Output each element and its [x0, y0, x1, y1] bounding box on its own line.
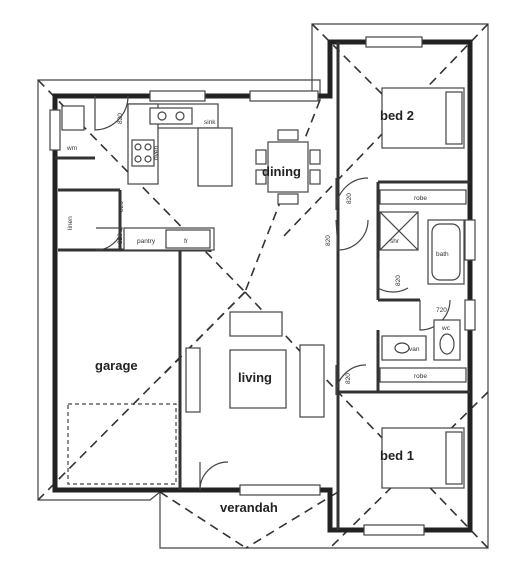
- wm-label: wm: [66, 145, 77, 152]
- tv-unit: [185, 347, 201, 413]
- sink-label: sink: [204, 119, 216, 126]
- dim-bath-door: 820: [395, 275, 402, 286]
- kitchen: [61, 103, 233, 251]
- living-furniture: [185, 311, 325, 418]
- bath-label: bath: [436, 251, 449, 258]
- armchair: [229, 311, 283, 337]
- dim-bed1-door: 820: [345, 373, 352, 384]
- vanity-label: van: [409, 346, 420, 353]
- dim-laundry-door: 820: [117, 113, 124, 124]
- bedroom-1-bed: [381, 427, 465, 489]
- living-label: living: [238, 370, 272, 385]
- external-walls: [52, 39, 473, 533]
- robes: [379, 189, 467, 383]
- bed-2-label: bed 2: [380, 108, 414, 123]
- garage-door: [67, 403, 177, 485]
- cooktop: [131, 139, 155, 167]
- sofa: [299, 344, 325, 418]
- linen-label: linen: [67, 216, 74, 230]
- pantry-label: pantry: [137, 238, 156, 245]
- dining-label: dining: [262, 164, 301, 179]
- coffee-table: [229, 349, 287, 409]
- bathroom-fixtures: [379, 211, 465, 361]
- dim-hall-door: 820: [325, 235, 332, 246]
- dim-garage-top: 820: [118, 201, 125, 212]
- island-bench: [197, 127, 233, 187]
- dim-wc-door: 720: [436, 307, 447, 314]
- bedroom-2-bed: [381, 87, 465, 149]
- windows: [49, 36, 476, 536]
- shower-label: shr: [390, 238, 400, 245]
- verandah-label: verandah: [220, 500, 278, 515]
- oven-label: oven: [153, 146, 160, 160]
- laundry-tub: [61, 105, 85, 131]
- wc-label: wc: [441, 325, 451, 332]
- robe-top-label: robe: [414, 195, 427, 202]
- fr-label: fr: [184, 238, 189, 245]
- sink: [149, 107, 193, 125]
- garage-label: garage: [95, 358, 138, 373]
- dim-garage-side: 820: [117, 233, 124, 244]
- robe-bottom-label: robe: [414, 373, 427, 380]
- dim-dining-door: 820: [346, 193, 353, 204]
- dining-table: [255, 129, 321, 205]
- vanity: [381, 335, 427, 361]
- wc: [433, 319, 461, 361]
- fridge-space: [165, 229, 211, 249]
- bed-1-label: bed 1: [380, 448, 414, 463]
